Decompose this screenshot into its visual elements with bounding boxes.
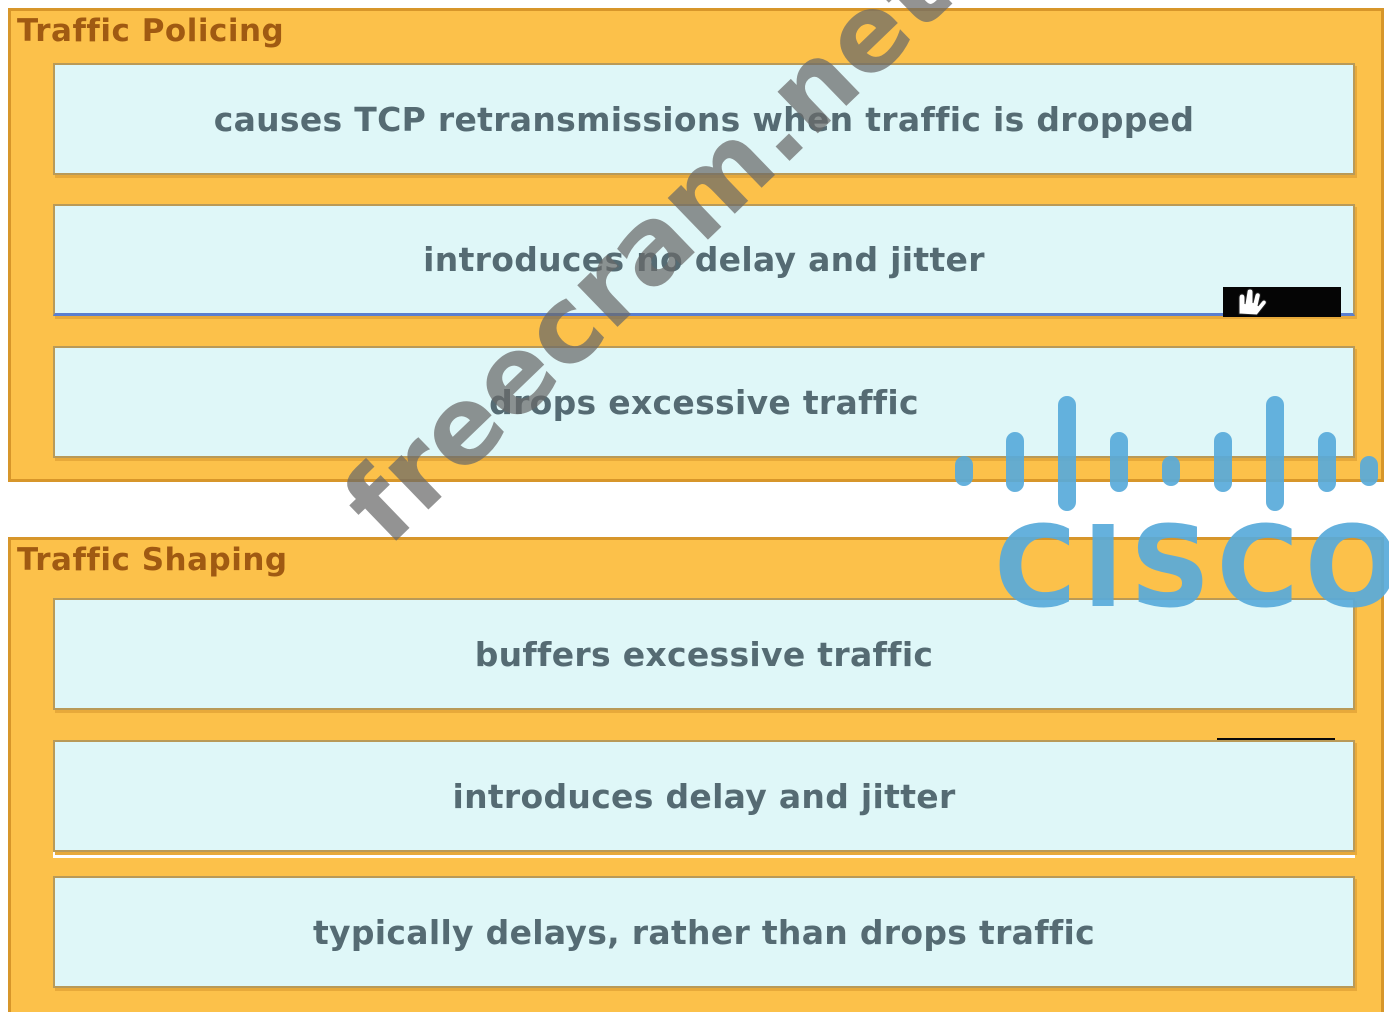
item-label: introduces delay and jitter (452, 776, 956, 816)
group-title-shaping: Traffic Shaping (17, 542, 288, 578)
drag-item-buffers-excessive[interactable]: buffers excessive traffic (53, 598, 1355, 710)
drag-item-delays-rather-than-drops[interactable]: typically delays, rather than drops traf… (53, 876, 1355, 988)
item-label: causes TCP retransmissions when traffic … (213, 99, 1195, 139)
drag-item-delay-jitter[interactable]: introduces delay and jitter (53, 740, 1355, 852)
drag-item-no-delay-jitter[interactable]: introduces no delay and jitter (53, 204, 1355, 317)
hand-cursor-icon (1223, 287, 1341, 317)
item-label: drops excessive traffic (489, 382, 919, 422)
item-label: typically delays, rather than drops traf… (312, 912, 1096, 952)
group-title-policing: Traffic Policing (17, 13, 285, 49)
traffic-shaping-group: Traffic Shaping buffers excessive traffi… (8, 537, 1384, 1012)
drag-item-tcp-retransmissions[interactable]: causes TCP retransmissions when traffic … (53, 63, 1355, 175)
drag-item-drops-excessive[interactable]: drops excessive traffic (53, 346, 1355, 458)
item-label: introduces no delay and jitter (423, 240, 985, 279)
item-label: buffers excessive traffic (474, 634, 934, 674)
traffic-policing-group: Traffic Policing causes TCP retransmissi… (8, 8, 1384, 482)
